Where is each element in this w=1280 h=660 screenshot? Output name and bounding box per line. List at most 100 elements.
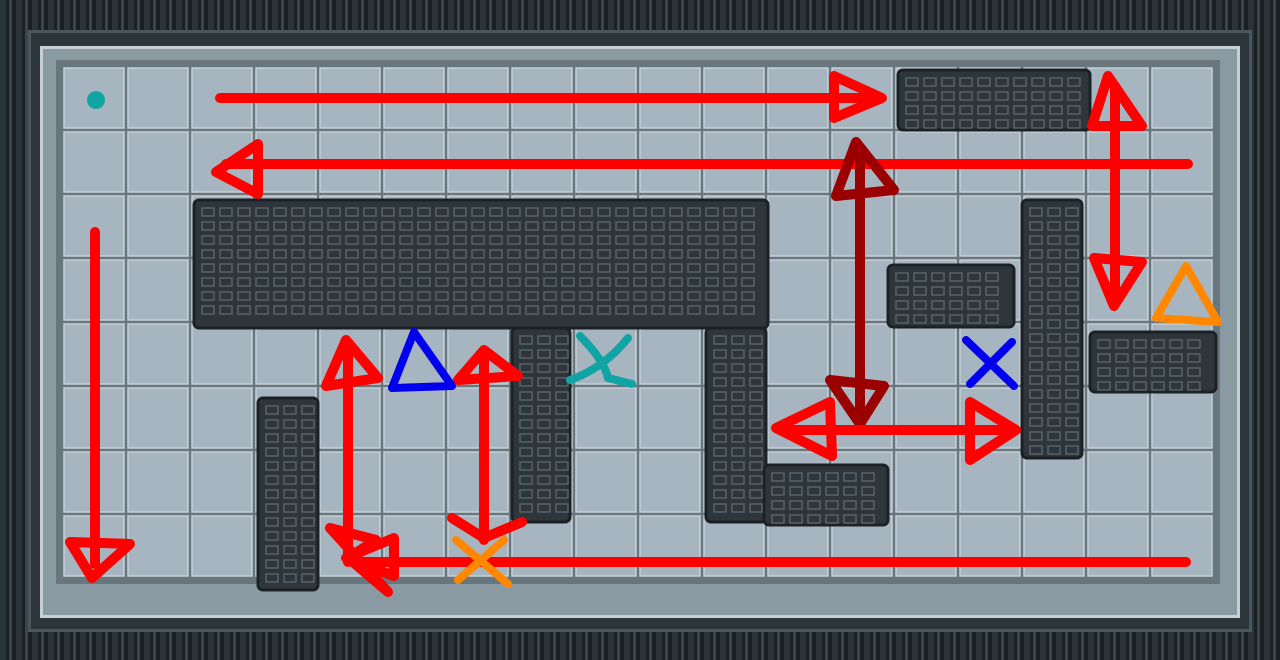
wall-circuit-detail [1029,319,1043,329]
wall-circuit-detail [741,249,755,259]
wall-circuit-detail [861,472,875,482]
wall-circuit-detail [201,305,215,315]
wall-circuit-detail [537,377,551,387]
wall-circuit-detail [489,207,503,217]
wall-circuit-detail [435,263,449,273]
wall-circuit-detail [633,207,647,217]
wall-circuit-detail [381,277,395,287]
teal-x-marker [566,332,636,388]
wall-circuit-detail [537,433,551,443]
wall-circuit-detail [713,405,727,415]
wall-circuit-detail [749,433,763,443]
wall-circuit-detail [471,305,485,315]
wall-circuit-detail [1097,381,1111,391]
wall-circuit-detail [435,305,449,315]
wall-circuit-detail [771,500,785,510]
wall-circuit-detail [201,263,215,273]
wall-circuit-detail [941,91,955,101]
wall-circuit-detail [1065,403,1079,413]
wall-circuit-detail [363,263,377,273]
wall-circuit-detail [265,405,279,415]
wall-circuit-detail [1115,339,1129,349]
wall-circuit-detail [597,207,611,217]
wall-circuit-detail [579,291,593,301]
wall-circuit-detail [417,277,431,287]
wall-circuit-detail [507,263,521,273]
wall-circuit-detail [525,291,539,301]
wall-circuit-detail [525,207,539,217]
wall-circuit-detail [309,277,323,287]
wall-circuit-detail [519,405,533,415]
wall-circuit-detail [949,300,963,310]
wall-circuit-detail [749,363,763,373]
wall-circuit-detail [363,291,377,301]
wall-circuit-detail [363,277,377,287]
wall-circuit-detail [1013,119,1027,129]
wall-circuit-detail [237,249,251,259]
wall-circuit-detail [537,475,551,485]
wall-circuit-detail [723,263,737,273]
wall-circuit-detail [1133,353,1147,363]
wall-circuit-detail [381,221,395,231]
wall-circuit-detail [237,221,251,231]
wall-circuit-detail [471,249,485,259]
wall-circuit-detail [579,221,593,231]
floor-tile [1151,387,1213,449]
wall-circuit-detail [537,391,551,401]
wall-circuit-detail [537,363,551,373]
wall-circuit-detail [555,475,569,485]
wall-circuit-detail [1169,381,1183,391]
wall-circuit-detail [537,489,551,499]
wall-circuit-detail [507,221,521,231]
wall-circuit-detail [525,235,539,245]
wall-circuit-detail [949,272,963,282]
wall-circuit-detail [669,305,683,315]
wall-circuit-detail [633,221,647,231]
wall-circuit-detail [363,235,377,245]
wall-circuit-detail [749,405,763,415]
wall-circuit-detail [283,461,297,471]
wall-circuit-detail [273,207,287,217]
wall-circuit-detail [489,249,503,259]
wall-circuit-detail [977,105,991,115]
wall-circuit-detail [633,305,647,315]
wall-circuit-detail [265,573,279,583]
wall-circuit-detail [1115,381,1129,391]
wall-circuit-detail [327,221,341,231]
floor-tile [127,387,189,449]
wall-circuit-detail [301,433,315,443]
wall-circuit-detail [1067,91,1081,101]
wall-circuit-detail [507,207,521,217]
wall-circuit-detail [923,77,937,87]
wall-circuit-detail [651,291,665,301]
wall-circuit-detail [1013,91,1027,101]
wall-circuit-detail [731,433,745,443]
wall-circuit-detail [327,305,341,315]
wall-circuit-detail [651,305,665,315]
wall-circuit-detail [519,363,533,373]
wall-circuit-detail [741,221,755,231]
floor-tile [1023,451,1085,513]
wall-circuit-detail [1151,381,1165,391]
wall-circuit-detail [309,263,323,273]
wall-circuit-detail [309,207,323,217]
wall-circuit-detail [1065,277,1079,287]
wall-circuit-detail [543,249,557,259]
wall-circuit-detail [749,391,763,401]
wall-circuit-detail [255,277,269,287]
wall-block-right-small [886,263,1016,329]
wall-circuit-detail [949,286,963,296]
wall-circuit-detail [579,277,593,287]
wall-circuit-detail [1133,367,1147,377]
wall-circuit-detail [543,305,557,315]
wall-circuit-detail [669,263,683,273]
wall-circuit-detail [615,277,629,287]
floor-tile [767,323,829,385]
wall-circuit-detail [283,559,297,569]
wall-circuit-detail [435,291,449,301]
wall-circuit-detail [301,405,315,415]
wall-circuit-detail [399,305,413,315]
wall-circuit-detail [749,489,763,499]
wall-circuit-detail [895,314,909,324]
wall-circuit-detail [1047,207,1061,217]
